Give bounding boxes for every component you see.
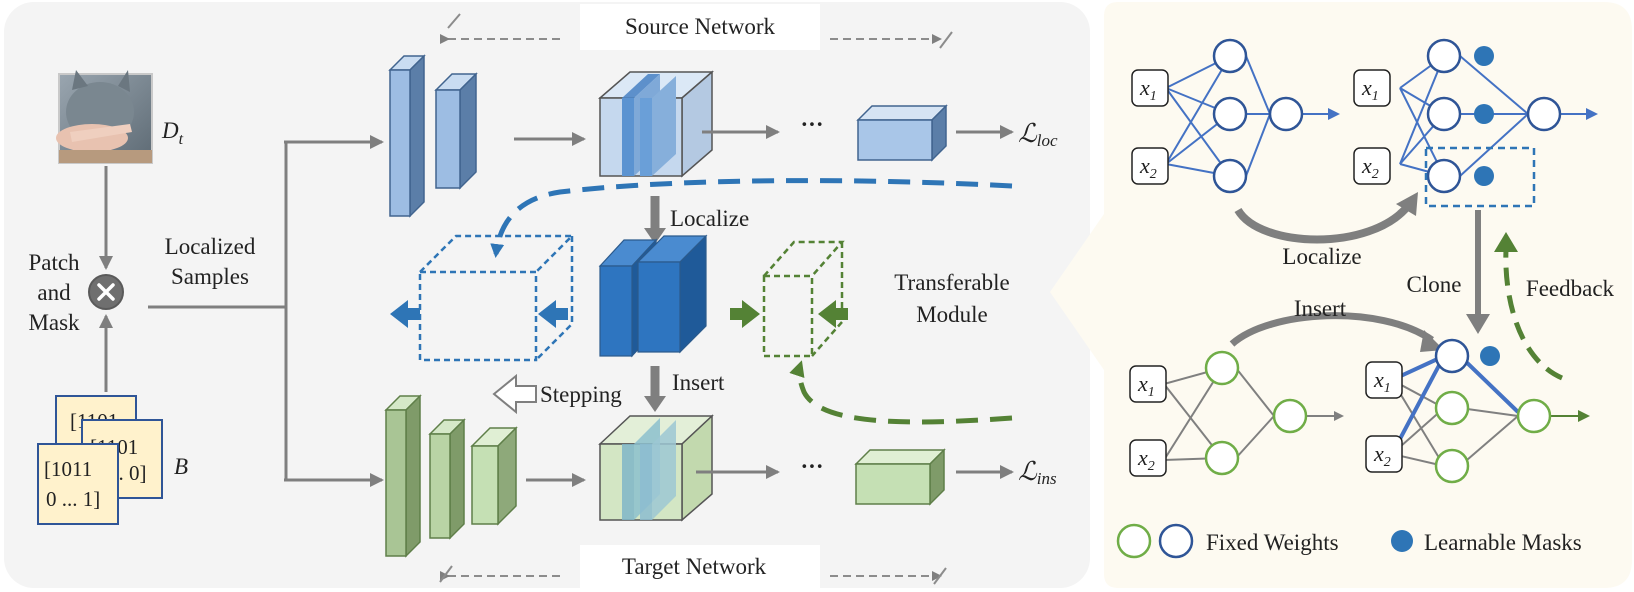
target-conv-block-1 — [384, 394, 422, 558]
svg-text:x2: x2 — [1137, 445, 1155, 474]
multiply-icon — [88, 274, 124, 310]
target-conv-block-2 — [428, 418, 466, 540]
b-label: B — [174, 454, 188, 479]
mask-label: Mask — [28, 310, 80, 335]
net-target-original — [1163, 350, 1344, 476]
source-feature-cube — [597, 70, 715, 178]
insert-curve — [1229, 312, 1434, 347]
shrink-right-arrow — [818, 300, 848, 328]
localize-curve-head — [1396, 192, 1418, 216]
patch-label: Patch — [28, 250, 80, 275]
feedback-label: Feedback — [1526, 276, 1615, 301]
source-conv-block-1 — [388, 54, 426, 218]
localize-label: Localize — [670, 206, 749, 231]
net4-inputs: x1 x2 — [1365, 361, 1403, 473]
net3-inputs: x1 x2 — [1129, 365, 1167, 477]
shrink-left-arrow — [730, 300, 760, 328]
loss-ins-label: ℒins — [1018, 457, 1057, 488]
net-source-original — [1165, 38, 1340, 194]
loss-loc-label: ℒloc — [1018, 119, 1058, 150]
rp-localize-label: Localize — [1282, 244, 1361, 269]
svg-text:x1: x1 — [1361, 75, 1379, 104]
legend-fixed-label: Fixed Weights — [1206, 530, 1339, 555]
net1-inputs: x1 x2 — [1131, 69, 1169, 185]
source-tick-right — [939, 31, 953, 49]
localize-curve — [1234, 203, 1412, 244]
rp-insert-label: Insert — [1294, 296, 1347, 321]
source-network-title: Source Network — [625, 14, 776, 39]
net-target-inserted — [1390, 338, 1590, 484]
feedback-curve — [1503, 249, 1564, 381]
samples-label: Samples — [171, 264, 249, 289]
legend-green-circle-icon — [1116, 523, 1152, 559]
localized-label: Localized — [165, 234, 256, 259]
module-label: Module — [916, 302, 988, 327]
svg-text:x2: x2 — [1139, 153, 1157, 182]
input-image — [56, 70, 153, 164]
target-tick-left — [439, 565, 453, 583]
stepping-arrow — [492, 373, 537, 415]
transferable-label: Transferable — [894, 270, 1009, 295]
legend-blue-circle-icon — [1158, 523, 1194, 559]
transferable-module-center — [598, 234, 708, 358]
legend: Fixed Weights Learnable Masks — [1116, 523, 1582, 559]
localize-arrow-head — [644, 228, 666, 244]
net-source-masked — [1399, 38, 1598, 208]
insert-label: Insert — [672, 370, 725, 395]
svg-text:x1: x1 — [1139, 75, 1157, 104]
target-tick-right — [933, 567, 947, 585]
svg-text:0 ... 1]: 0 ... 1] — [46, 487, 100, 511]
target-label-bg — [580, 545, 820, 590]
green-module-box — [762, 240, 845, 358]
source-conv-block-2 — [434, 72, 478, 190]
target-ellipsis: ··· — [800, 454, 823, 479]
dt-label: Dt — [161, 118, 184, 148]
clone-label: Clone — [1407, 272, 1462, 297]
source-label-bg — [580, 4, 820, 50]
svg-text:x2: x2 — [1373, 441, 1391, 470]
main-panel-bg — [4, 2, 1090, 588]
target-network-title: Target Network — [622, 554, 767, 579]
feedback-curve-head — [1494, 232, 1518, 252]
expand-left-arrow — [390, 300, 420, 328]
and-label: and — [37, 280, 71, 305]
svg-text:x1: x1 — [1373, 367, 1391, 396]
svg-text:[1011: [1011 — [44, 457, 92, 481]
legend-learnable-label: Learnable Masks — [1424, 530, 1582, 555]
target-feature-cube — [598, 414, 714, 522]
source-ellipsis: ··· — [800, 112, 823, 137]
source-tick-left — [447, 13, 461, 29]
legend-mask-dot-icon — [1391, 530, 1413, 552]
target-feedback-curve — [789, 360, 1013, 425]
insert-arrow-head — [644, 396, 666, 412]
svg-text:x2: x2 — [1361, 153, 1379, 182]
expand-right-arrow — [538, 300, 568, 328]
svg-text:x1: x1 — [1137, 371, 1155, 400]
search-feedback-curve — [490, 178, 1013, 258]
target-head-block — [854, 448, 946, 506]
target-conv-block-3 — [470, 426, 518, 526]
clone-arrow-head — [1466, 314, 1490, 334]
source-head-block — [856, 104, 948, 162]
net2-inputs: x1 x2 — [1353, 69, 1391, 185]
stepping-label: Stepping — [540, 382, 622, 407]
mask-cards: [1101 [1101 ... 0] [1011 0 ... 1] — [37, 395, 163, 525]
